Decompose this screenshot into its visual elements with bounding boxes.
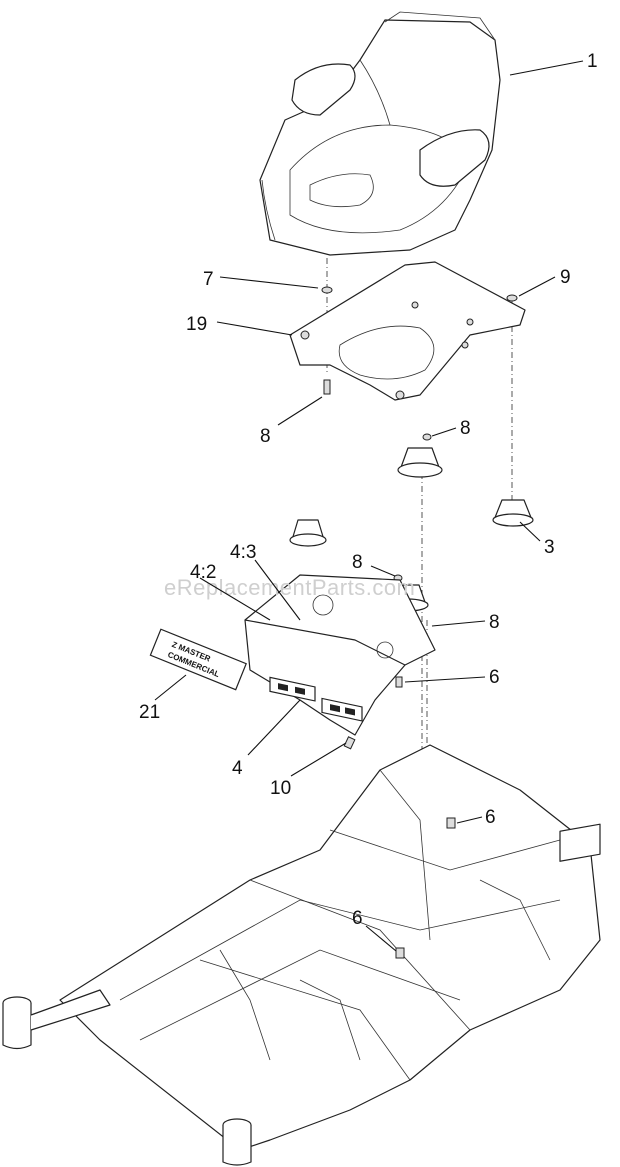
- callout-4-3: 4:3: [230, 542, 256, 563]
- callout-7: 7: [203, 269, 214, 290]
- callout-1: 1: [587, 51, 598, 72]
- leader-lines: [154, 60, 584, 952]
- callout-19: 19: [186, 314, 207, 335]
- callout-6-frame-center: 6: [352, 908, 363, 929]
- callout-6-support: 6: [489, 667, 500, 688]
- callout-labels: 1 7 9 19 8 8 3 4:3 4:2 8 8 6 21 4 10 6 6: [139, 51, 598, 929]
- callout-8-right: 8: [489, 612, 500, 633]
- callout-8-upper: 8: [352, 552, 363, 573]
- callout-8-plate: 8: [260, 426, 271, 447]
- callout-21: 21: [139, 702, 160, 723]
- watermark-text: eReplacementParts.com: [164, 575, 415, 600]
- callout-4: 4: [232, 758, 243, 779]
- seat-support: [244, 574, 436, 750]
- callout-10: 10: [270, 778, 291, 799]
- mower-frame: [2, 744, 601, 1166]
- seat-assembly: [259, 11, 501, 256]
- callout-3: 3: [544, 537, 555, 558]
- seat-plate: [289, 261, 526, 441]
- callout-8-mount: 8: [460, 418, 471, 439]
- callout-9: 9: [560, 267, 571, 288]
- callout-6-frame-right: 6: [485, 807, 496, 828]
- callout-4-2: 4:2: [190, 562, 216, 583]
- decal-z-master: Z MASTER COMMERCIAL: [149, 628, 247, 691]
